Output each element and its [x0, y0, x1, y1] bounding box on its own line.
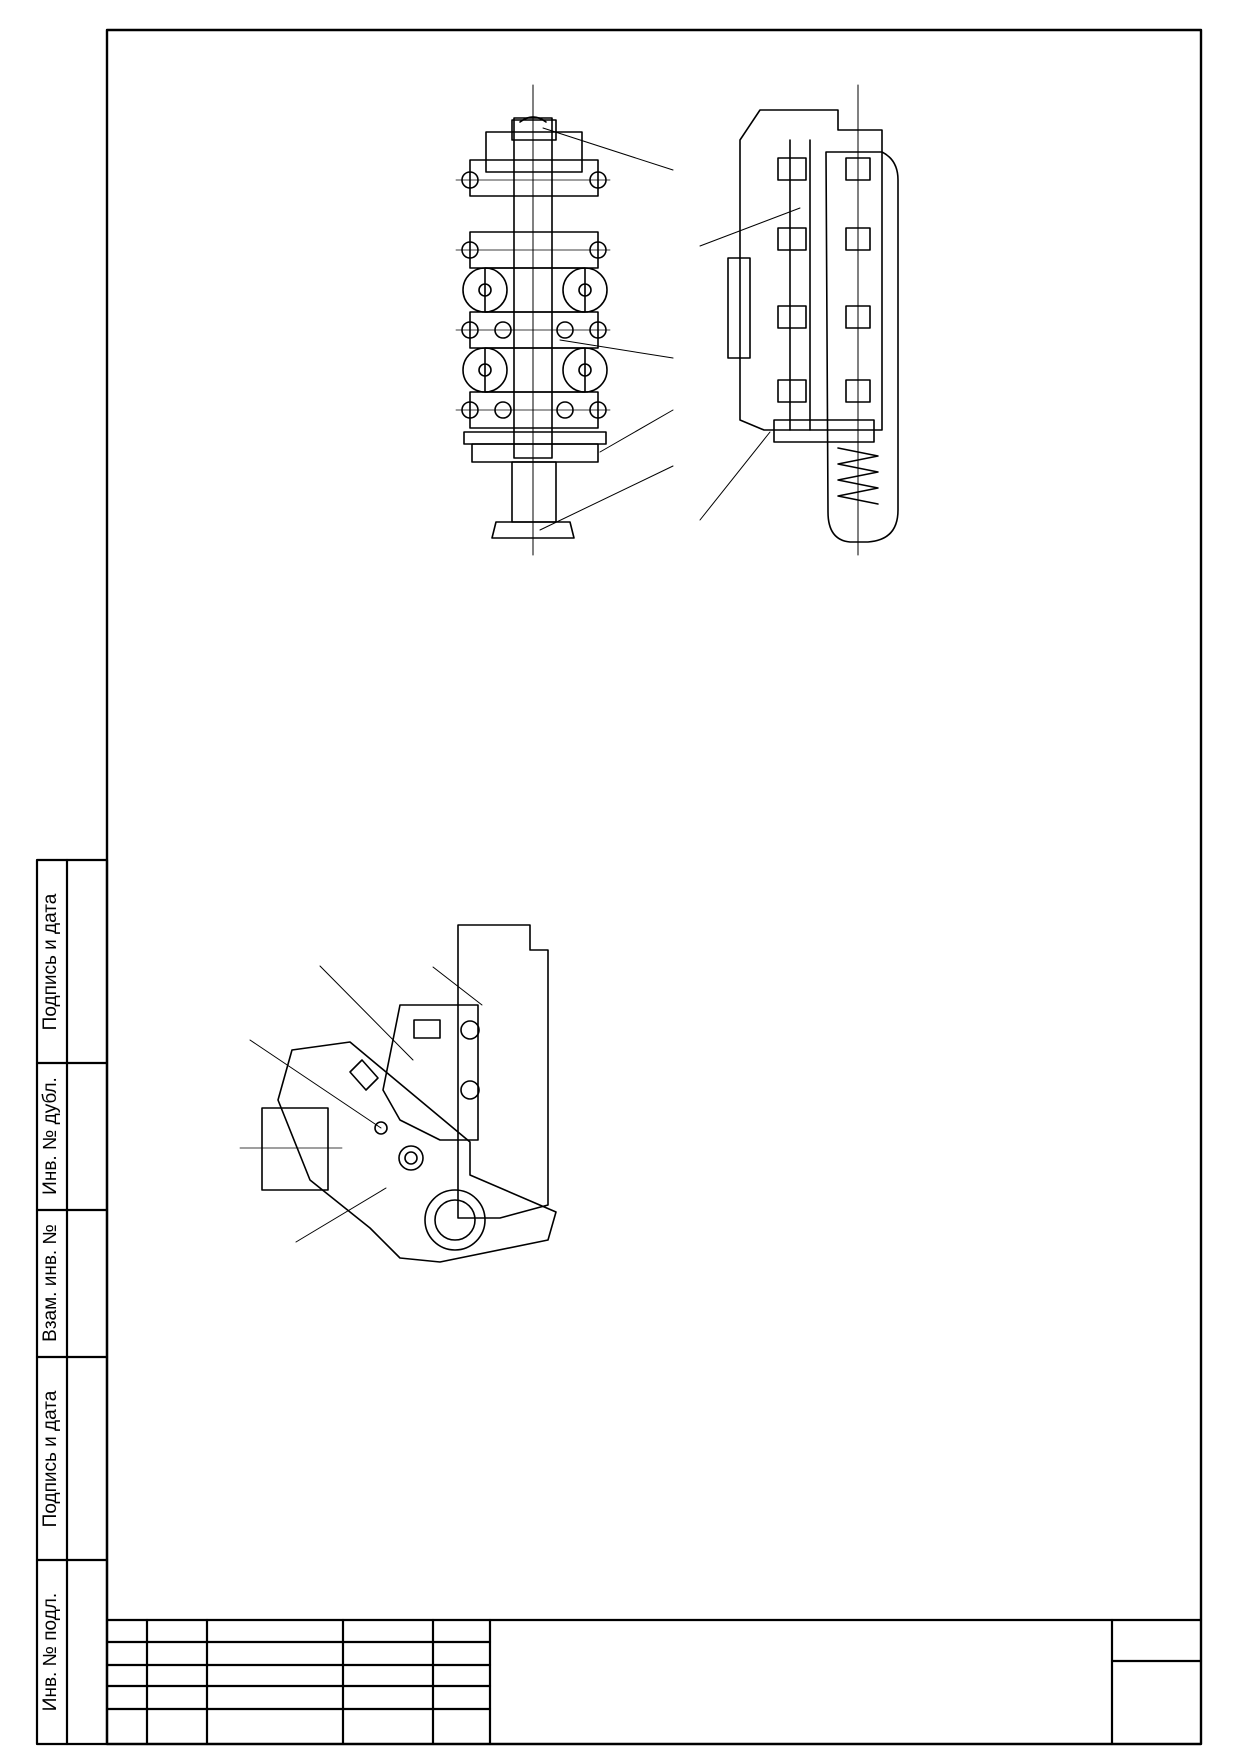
stamp-label-replacement-inventory: Взам. инв. №: [40, 1224, 61, 1342]
terminal-screws: [455, 171, 611, 419]
stamp-label-signature-date-top: Подпись и дата: [40, 893, 61, 1031]
lever-leader-lines: [249, 965, 483, 1243]
title-block-grid: [105, 1618, 1203, 1746]
side-leader-lines: [699, 207, 801, 521]
switch-side-view: [699, 84, 899, 556]
lever-actuator: [239, 924, 557, 1263]
stamp-label-original-inventory: Инв. № подл.: [40, 1592, 61, 1712]
stamp-label-duplicate-inventory: Инв. № дубл.: [40, 1077, 61, 1195]
return-spring: [837, 447, 879, 505]
stamp-label-signature-date-bottom: Подпись и дата: [40, 1390, 61, 1528]
sheet-frame: [105, 28, 1203, 1746]
side-stamp-grid: [35, 858, 109, 1746]
leader-lines: [539, 127, 674, 531]
contact-tiers: [462, 159, 608, 429]
side-contacts: [777, 157, 871, 403]
switch-front-view: [455, 84, 674, 556]
